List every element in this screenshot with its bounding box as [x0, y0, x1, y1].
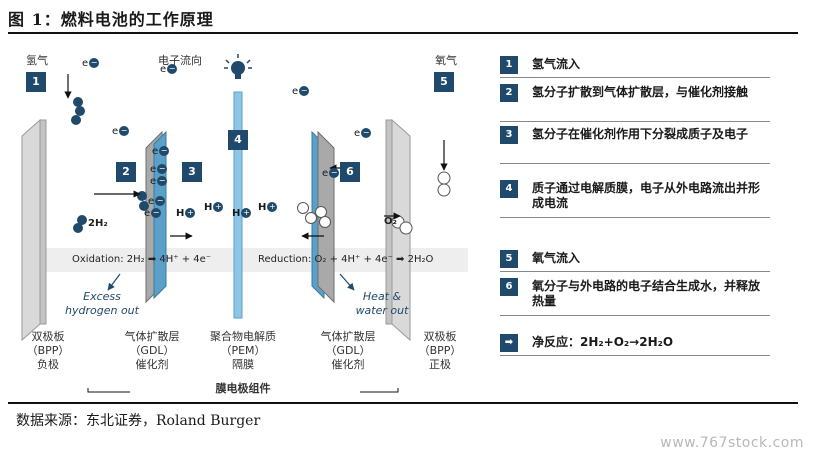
- electron-flow-label: 电子流向: [158, 54, 202, 67]
- legend-divider: [500, 355, 770, 356]
- top-rule: [8, 32, 798, 34]
- legend-divider: [500, 77, 770, 78]
- electron-icon: e−: [150, 176, 168, 187]
- legend-divider: [500, 271, 770, 272]
- marker-4: 4: [228, 130, 248, 150]
- legend-number: 4: [500, 180, 518, 198]
- source-note: 数据来源：东北证券，Roland Burger: [16, 413, 261, 429]
- proton-icon: H+: [258, 202, 278, 213]
- marker-6: 6: [340, 162, 360, 182]
- legend-row-2: 2 氢分子扩散到气体扩散层，与催化剂接触: [500, 84, 770, 124]
- marker-3: 3: [182, 162, 202, 182]
- proton-icon: H+: [232, 208, 252, 219]
- electron-icon: e−: [152, 146, 170, 157]
- legend-row-6: 6 氧分子与外电路的电子结合生成水，并释放热量: [500, 278, 770, 318]
- legend-row-7: ➡ 净反应：2H₂+O₂→2H₂O: [500, 334, 770, 358]
- legend-row-3: 3 氢分子在催化剂作用下分裂成质子及电子: [500, 126, 770, 166]
- bottom-label-anode-bpp: 双极板（BPP）负极: [26, 330, 70, 371]
- legend-number: 3: [500, 126, 518, 144]
- oxygen-ion-icon: [304, 212, 317, 225]
- electron-icon: e−: [322, 168, 340, 179]
- electron-icon: e−: [112, 126, 130, 137]
- electron-icon: e−: [354, 128, 372, 139]
- oxidation-equation: Oxidation: 2H₂ ➡ 4H⁺ + 4e⁻: [72, 254, 212, 265]
- electron-icon: e−: [292, 86, 310, 97]
- pem-membrane: [233, 91, 243, 319]
- legend-divider: [500, 315, 770, 316]
- species-layer: e−e−e−e−e−e−e−e−e−e−e−H+H+H+H+: [0, 36, 490, 398]
- mea-label: 膜电极组件: [215, 382, 271, 395]
- legend-row-5: 5 氧气流入: [500, 250, 770, 274]
- marker-2: 2: [116, 162, 136, 182]
- legend-divider: [500, 217, 770, 218]
- legend-text: 净反应：2H₂+O₂→2H₂O: [532, 335, 674, 349]
- hydrogen-label: 氢气: [26, 54, 48, 67]
- heat-water-label: Heat &water out: [355, 290, 409, 317]
- legend-text: 氧分子与外电路的电子结合生成水，并释放热量: [532, 279, 761, 308]
- electron-icon: e−: [144, 208, 162, 219]
- marker-1: 1: [26, 72, 46, 92]
- legend-text: 氢分子扩散到气体扩散层，与催化剂接触: [532, 85, 749, 99]
- oxygen-ion-icon: [318, 216, 331, 229]
- legend-row-1: 1 氢气流入: [500, 56, 770, 80]
- legend-divider: [500, 163, 770, 164]
- bottom-label-cathode-gdl: 气体扩散层（GDL）催化剂: [320, 330, 376, 371]
- legend-text: 氢气流入: [532, 57, 581, 71]
- electron-icon: e−: [82, 58, 100, 69]
- watermark: www.767stock.com: [660, 435, 804, 451]
- oxygen-ion-icon: [296, 202, 309, 215]
- electron-icon: e−: [150, 164, 168, 175]
- legend-number: 1: [500, 56, 518, 74]
- bottom-label-cathode-bpp: 双极板（BPP）正极: [418, 330, 462, 371]
- proton-icon: H+: [176, 208, 196, 219]
- legend-text: 氢分子在催化剂作用下分裂成质子及电子: [532, 127, 749, 141]
- legend-divider: [500, 121, 770, 122]
- marker-5: 5: [434, 72, 454, 92]
- bottom-rule: [8, 402, 798, 404]
- legend-number: 6: [500, 278, 518, 296]
- electron-icon: e−: [160, 64, 178, 75]
- figure-title: 图 1：燃料电池的工作原理: [8, 10, 214, 29]
- oxygen-molecule-icon: [391, 171, 451, 235]
- o2-label: O₂: [384, 216, 397, 227]
- legend-number: ➡: [500, 334, 518, 352]
- oxygen-label: 氧气: [435, 54, 457, 67]
- bottom-label-anode-gdl: 气体扩散层（GDL）催化剂: [124, 330, 180, 371]
- legend-row-4: 4 质子通过电解质膜，电子从外电路流出并形成电流: [500, 180, 770, 220]
- reduction-equation: Reduction: O₂ + 4H⁺ + 4e⁻ ➡ 2H₂O: [258, 254, 434, 265]
- proton-icon: H+: [204, 202, 224, 213]
- bottom-label-pem: 聚合物电解质（PEM）隔膜: [210, 330, 276, 371]
- light-bulb-icon: [224, 54, 252, 79]
- electron-icon: e−: [148, 196, 166, 207]
- legend-number: 2: [500, 84, 518, 102]
- hydrogen-molecule-icon: [71, 97, 149, 233]
- legend-number: 5: [500, 250, 518, 268]
- legend-text: 质子通过电解质膜，电子从外电路流出并形成电流: [532, 181, 761, 210]
- legend-text: 氧气流入: [532, 251, 581, 265]
- h2-label: 2H₂: [88, 218, 108, 229]
